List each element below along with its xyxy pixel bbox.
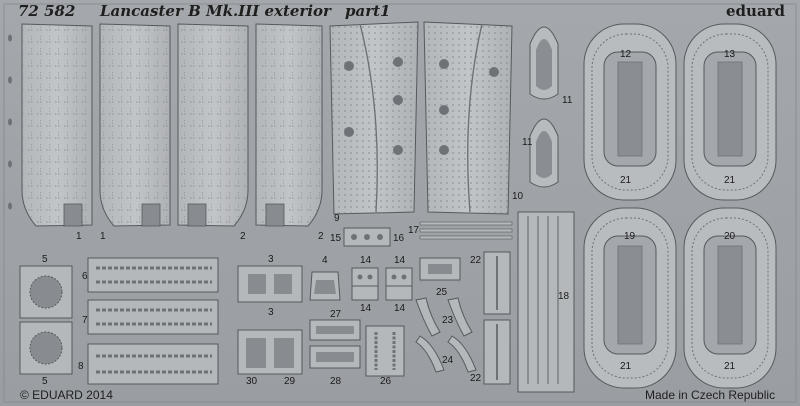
part-22 bbox=[483, 251, 511, 385]
part-number: 29 bbox=[284, 376, 296, 387]
part-number: 28 bbox=[330, 376, 342, 387]
part-number: 27 bbox=[330, 309, 342, 320]
part-18 bbox=[517, 211, 575, 393]
part-14-group bbox=[351, 267, 413, 301]
part-number: 12 bbox=[620, 49, 632, 60]
part-17 bbox=[419, 221, 513, 240]
part-number: 7 bbox=[82, 315, 88, 326]
part-4 bbox=[309, 271, 341, 301]
part-27-28 bbox=[309, 319, 361, 369]
part-number: 21 bbox=[620, 361, 632, 372]
part-number: 21 bbox=[724, 361, 736, 372]
fret-holes-left bbox=[8, 34, 12, 210]
part-23-24 bbox=[415, 297, 477, 373]
part-number: 11 bbox=[562, 95, 573, 106]
panel-1b bbox=[99, 23, 171, 227]
part-number: 4 bbox=[322, 255, 328, 266]
part-number: 2 bbox=[318, 231, 324, 242]
part-number: 3 bbox=[268, 307, 274, 318]
part-number: 26 bbox=[380, 376, 392, 387]
part-number: 18 bbox=[558, 291, 570, 302]
part-7 bbox=[87, 299, 219, 335]
part-26 bbox=[365, 325, 405, 377]
kit-title: Lancaster B Mk.III exterior bbox=[100, 2, 331, 20]
part-number: 20 bbox=[724, 231, 736, 242]
part-number: 8 bbox=[78, 361, 84, 372]
part-number: 2 bbox=[240, 231, 246, 242]
part-number: 24 bbox=[442, 355, 454, 366]
part-15-16 bbox=[343, 227, 391, 247]
oval-frame-12 bbox=[583, 23, 677, 201]
part-number: 5 bbox=[42, 376, 48, 387]
panel-9 bbox=[329, 21, 419, 215]
panel-2a bbox=[177, 23, 249, 227]
part-number: 22 bbox=[470, 255, 482, 266]
panel-10 bbox=[423, 21, 513, 215]
part-number: 9 bbox=[334, 213, 340, 224]
part-number: 6 bbox=[82, 271, 88, 282]
part-11-bottom bbox=[529, 118, 559, 188]
part-number: 16 bbox=[393, 233, 405, 244]
oval-frame-20 bbox=[683, 207, 777, 389]
part-number: 23 bbox=[442, 315, 454, 326]
part-number: 3 bbox=[268, 254, 274, 265]
oval-frame-19 bbox=[583, 207, 677, 389]
kit-code: 72 582 bbox=[18, 2, 76, 20]
part-number: 14 bbox=[394, 303, 406, 314]
oval-frame-13 bbox=[683, 23, 777, 201]
part-number: 14 bbox=[360, 255, 372, 266]
part-number: 1 bbox=[100, 231, 106, 242]
part-number: 30 bbox=[246, 376, 258, 387]
part-number: 21 bbox=[620, 175, 632, 186]
part-number: 5 bbox=[42, 254, 48, 265]
part-11-top bbox=[529, 26, 559, 100]
part-number: 15 bbox=[330, 233, 342, 244]
part-number: 14 bbox=[360, 303, 372, 314]
part-number: 25 bbox=[436, 287, 448, 298]
part-number: 1 bbox=[76, 231, 82, 242]
panel-2b bbox=[255, 23, 323, 227]
part-number: 22 bbox=[470, 373, 482, 384]
part-number: 17 bbox=[408, 225, 420, 236]
part-number: 10 bbox=[512, 191, 524, 202]
part-29-30 bbox=[237, 329, 303, 375]
part-number: 11 bbox=[522, 137, 533, 148]
part-number: 14 bbox=[394, 255, 406, 266]
part-3 bbox=[237, 265, 303, 303]
part-number: 19 bbox=[624, 231, 636, 242]
part-5 bbox=[19, 265, 73, 375]
part-6 bbox=[87, 257, 219, 293]
brand-logo: eduard bbox=[726, 2, 786, 20]
part-25 bbox=[419, 257, 461, 281]
copyright: © EDUARD 2014 bbox=[20, 388, 113, 402]
part-number: 21 bbox=[724, 175, 736, 186]
part-8 bbox=[87, 343, 219, 385]
kit-part: part1 bbox=[345, 2, 391, 20]
origin: Made in Czech Republic bbox=[645, 388, 776, 402]
panel-1a bbox=[21, 23, 93, 227]
part-number: 13 bbox=[724, 49, 736, 60]
